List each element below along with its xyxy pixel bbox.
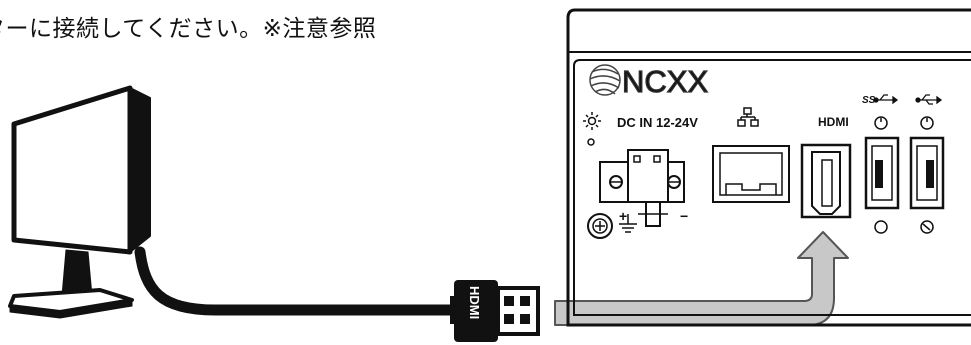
instruction-caption: ターに接続してください。※注意参照 [0,16,377,42]
svg-text:SS: SS [862,95,876,106]
hdmi-cable [134,246,461,316]
power-minus-label: − [680,208,688,224]
ground-icon [619,214,637,233]
usb2-port[interactable] [909,136,945,210]
box-pc-device [566,8,971,327]
hdmi-plug: HDMI [450,280,540,342]
insert-arrow [554,231,849,326]
usb3-led [874,220,888,234]
network-icon [737,107,759,127]
power-label: DC IN 12-24V [617,115,698,130]
hdmi-port-label: HDMI [818,115,849,129]
hdmi-plug-label: HDMI [467,286,482,319]
usb3-port[interactable] [864,136,900,210]
ground-screw [587,213,613,239]
monitor-illustration [8,85,151,319]
brand-name: NCXX [622,64,708,99]
usb3-standby-icon [874,116,888,130]
usb-icon [915,94,943,105]
brand-logo: NCXX [589,63,709,100]
power-plus-label: + [619,208,627,224]
dc-power-terminal[interactable] [599,149,685,227]
lan-port[interactable] [712,145,790,203]
usb3-ss-icon: SS [862,94,899,106]
usb2-standby-icon [920,116,934,130]
status-led [587,138,595,146]
usb2-led-icon [920,220,934,234]
hdmi-port[interactable] [800,143,852,219]
power-led-icon [583,112,601,130]
